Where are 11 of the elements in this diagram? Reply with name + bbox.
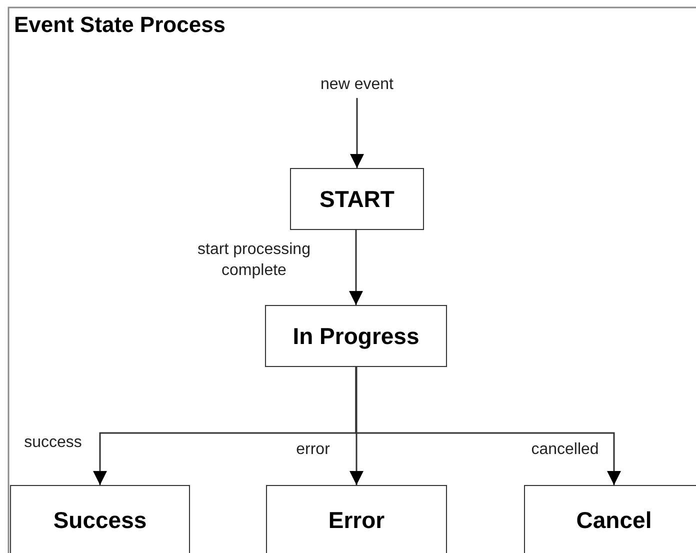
state-box: Success [10,485,190,553]
arrow [355,367,621,485]
diagram-title: Event State Process [14,12,226,38]
arrow [349,230,363,305]
arrow [350,367,364,485]
arrow [350,98,364,168]
state-box: Error [266,485,447,553]
state-box: START [290,168,424,230]
state-box: Cancel [524,485,696,553]
state-box: In Progress [265,305,447,367]
state-label: new event [310,72,404,98]
